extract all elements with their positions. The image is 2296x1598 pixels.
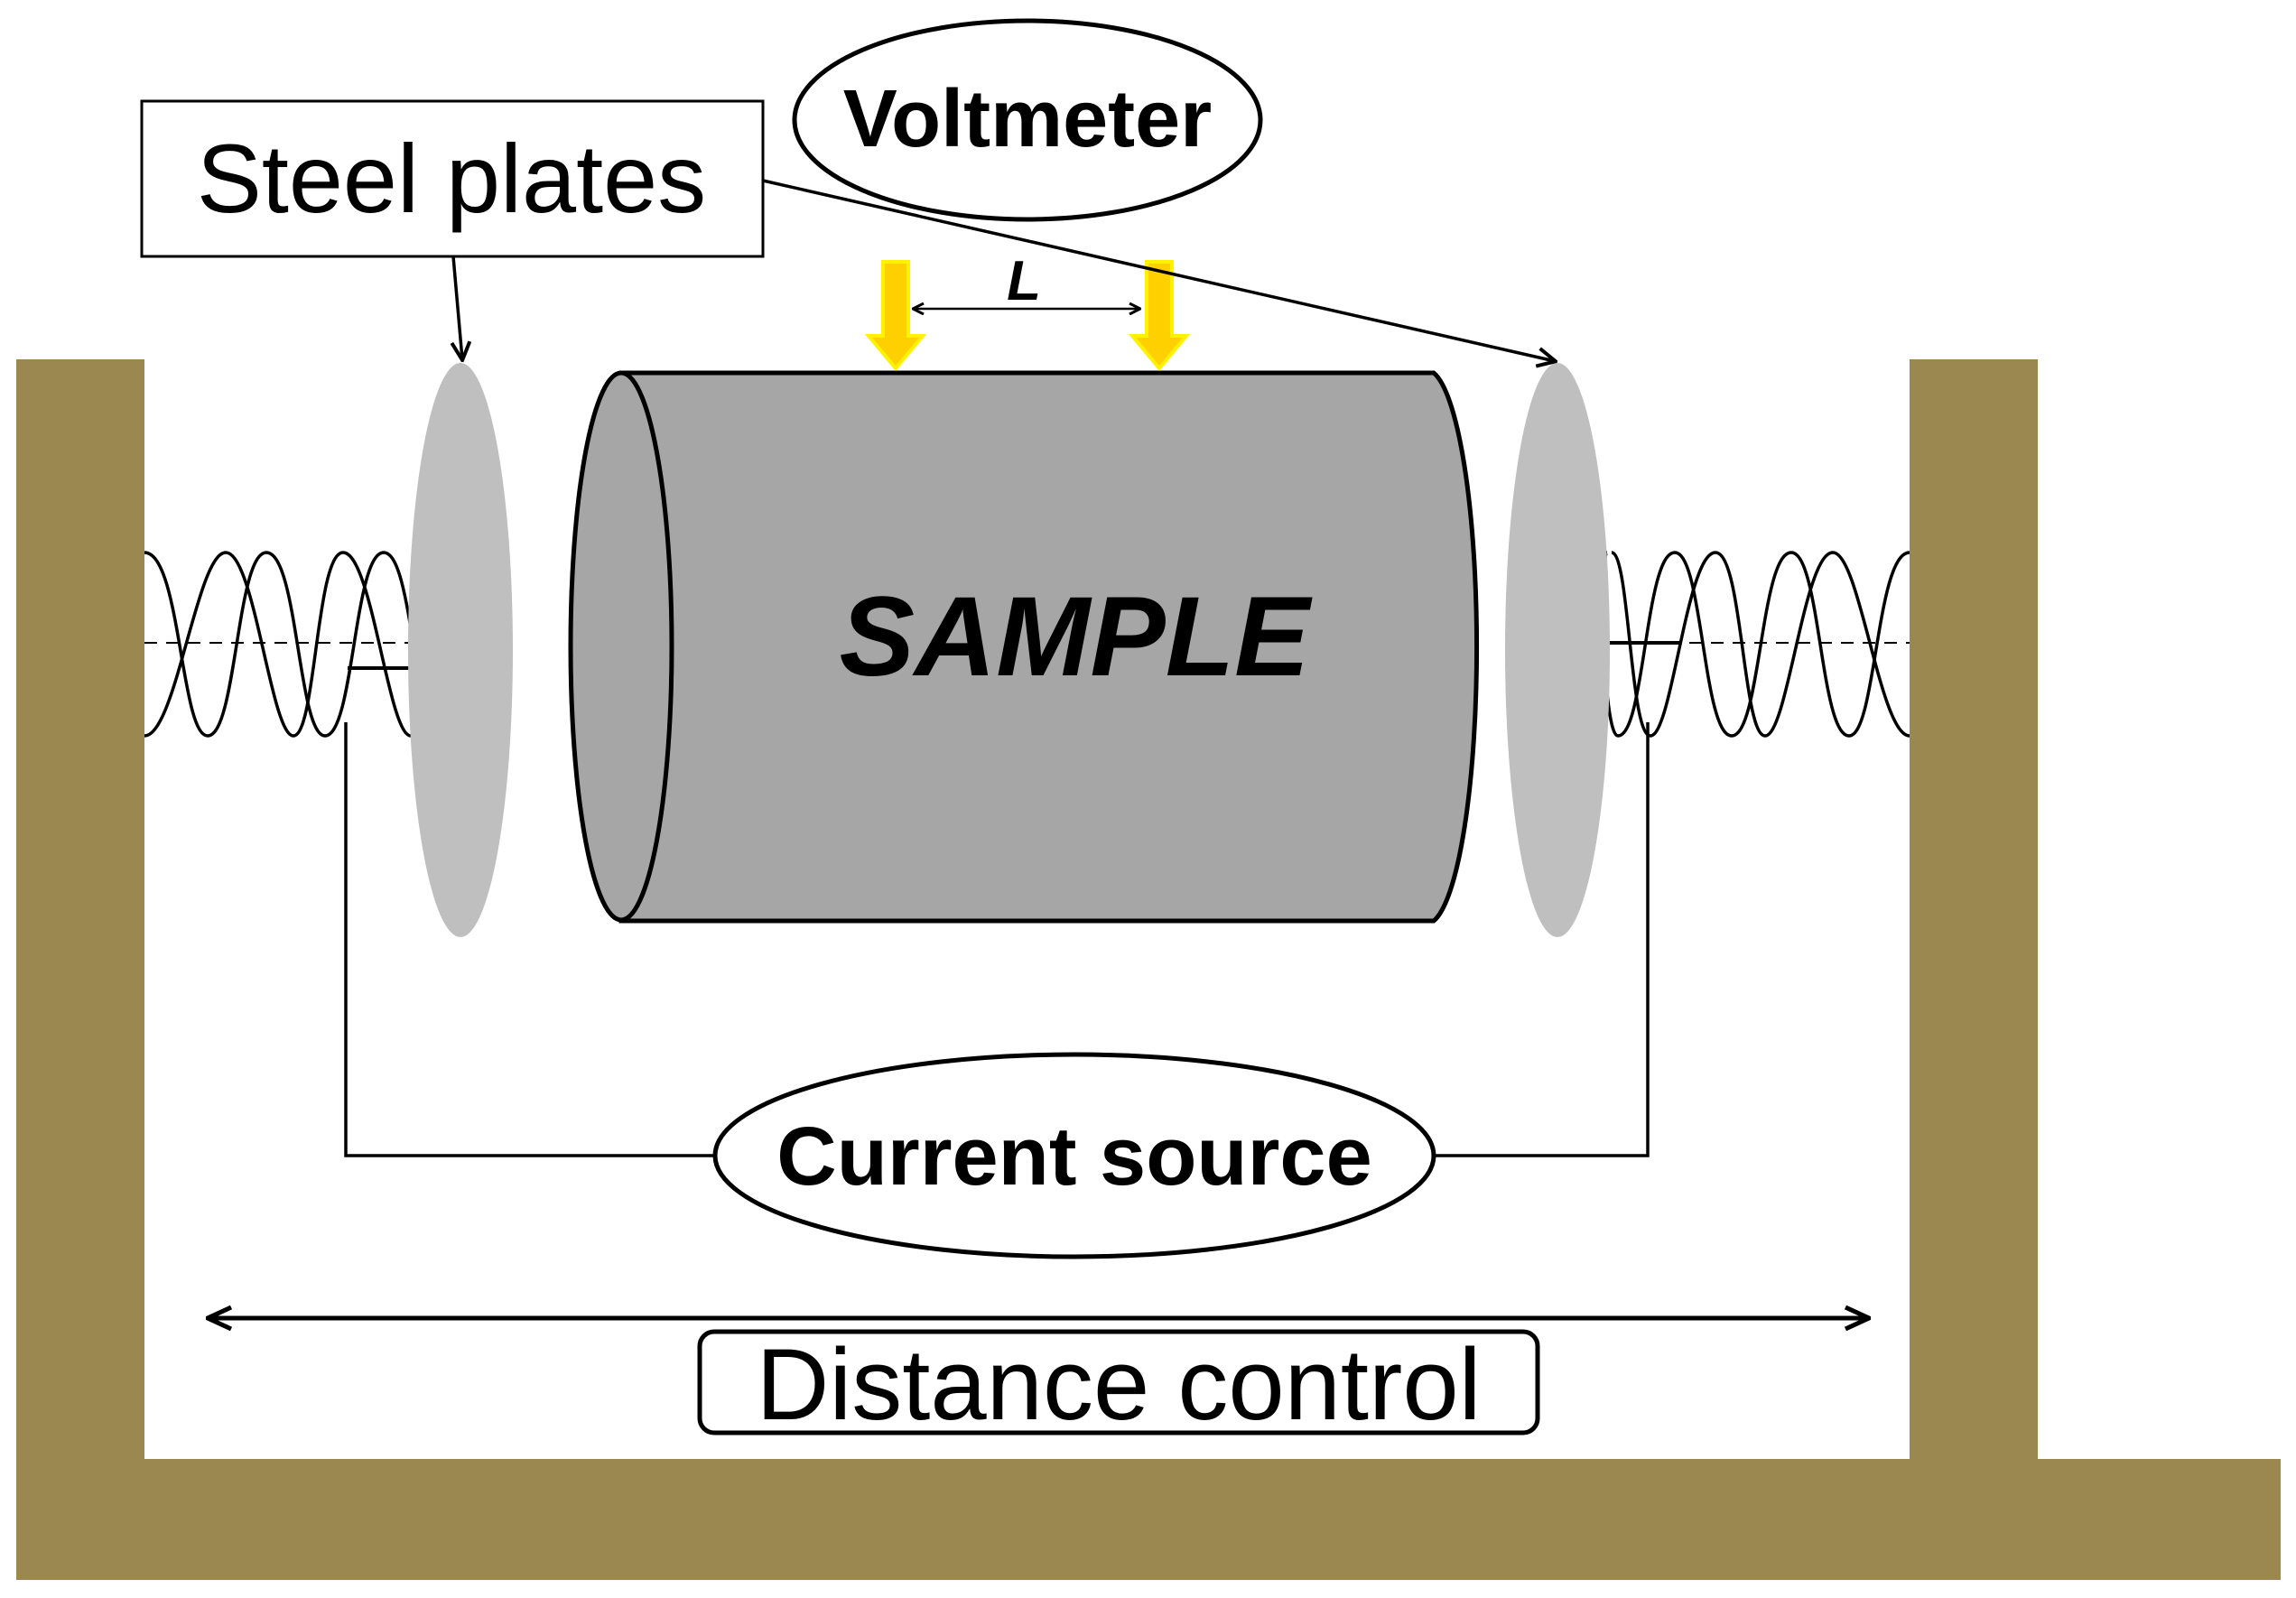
steel-plates-pointer-right [762,179,1555,361]
voltmeter-label: Voltmeter [843,74,1212,164]
holder-frame [16,359,2281,1580]
distance-control-box [697,1329,1540,1435]
left-probe-arrow [864,260,927,372]
left-steel-plate [408,363,513,937]
frame-right-post [1910,359,2038,1580]
frame-left-post [16,359,144,1580]
right-steel-plate [1505,363,1610,937]
steel-plates-pointer-left [453,255,462,359]
frame-base [16,1459,2281,1580]
sample-label: SAMPLE [840,574,1314,700]
voltmeter-outline [792,18,1263,222]
right-spring [1600,551,1910,738]
right-probe-arrow [1128,260,1191,372]
length-label: L [1007,250,1041,312]
sample-cylinder [568,370,1480,924]
distance-control-label: Distance control [756,1328,1481,1441]
current-source-label: Current source [776,1110,1372,1203]
steel-plates-label: Steel plates [197,124,706,233]
current-wiring [344,722,1650,1157]
steel-plates-box [140,99,765,258]
current-source-outline [712,1052,1436,1259]
